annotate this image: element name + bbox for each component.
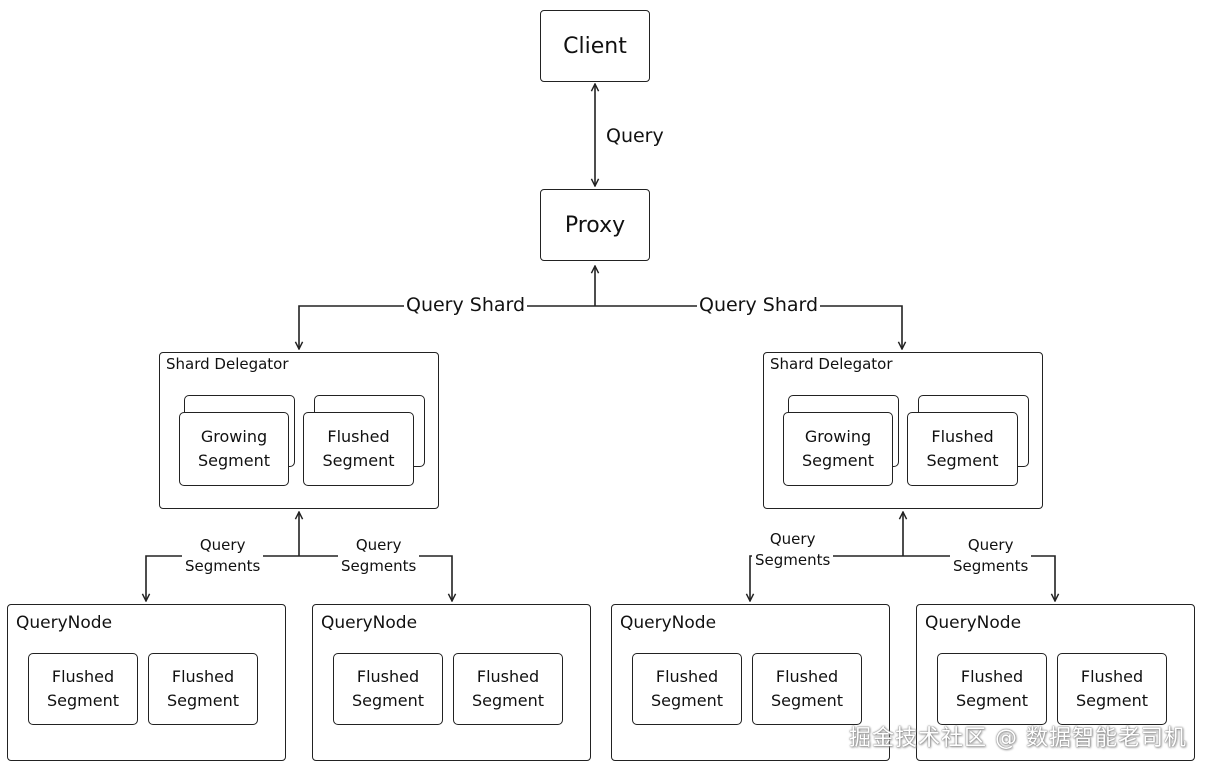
edge-label-word-query: Query — [769, 530, 816, 548]
proxy-node: Proxy — [540, 189, 650, 261]
query-node-title: QueryNode — [16, 613, 113, 633]
flushed-segment-label-2: Segment — [472, 691, 544, 710]
edge-label-query-segments-4: Query Segments — [950, 535, 1032, 577]
growing-segment: Growing Segment — [179, 412, 289, 486]
edge-label-query-shard-left: Query Shard — [404, 294, 528, 316]
edge-label-word-segments: Segments — [755, 551, 831, 569]
shard-delegator-title: Shard Delegator — [770, 355, 893, 373]
flushed-segment: Flushed Segment — [1057, 653, 1167, 725]
growing-segment-label-1: Growing — [804, 427, 872, 446]
flushed-segment-label-1: Flushed — [171, 667, 235, 686]
growing-segment-label-1: Growing — [200, 427, 268, 446]
flushed-segment-label-1: Flushed — [775, 667, 839, 686]
shard-delegator-title: Shard Delegator — [166, 355, 289, 373]
edge-label-word-query: Query — [199, 536, 246, 554]
client-label: Client — [563, 33, 627, 59]
flushed-segment: Flushed Segment — [453, 653, 563, 725]
query-node-2: QueryNode Flushed Segment Flushed Segmen… — [312, 604, 591, 761]
shard-delegator-right: Shard Delegator Growing Segment Flushed … — [763, 352, 1043, 509]
query-node-title: QueryNode — [321, 613, 418, 633]
shard-delegator-left: Shard Delegator Growing Segment Flushed … — [159, 352, 439, 509]
query-node-3: QueryNode Flushed Segment Flushed Segmen… — [611, 604, 890, 761]
flushed-segment-label-2: Segment — [771, 691, 843, 710]
flushed-segment-label-2: Segment — [167, 691, 239, 710]
flushed-segment: Flushed Segment — [752, 653, 862, 725]
query-node-4: QueryNode Flushed Segment Flushed Segmen… — [916, 604, 1195, 761]
flushed-segment: Flushed Segment — [28, 653, 138, 725]
flushed-segment: Flushed Segment — [148, 653, 258, 725]
flushed-segment-label-2: Segment — [956, 691, 1028, 710]
flushed-segment: Flushed Segment — [333, 653, 443, 725]
flushed-segment-label-1: Flushed — [655, 667, 719, 686]
query-node-title: QueryNode — [620, 613, 717, 633]
flushed-segment-label-1: Flushed — [960, 667, 1024, 686]
client-node: Client — [540, 10, 650, 82]
edge-label-word-segments: Segments — [341, 557, 417, 575]
flushed-segment-label-2: Segment — [1076, 691, 1148, 710]
flushed-segment-label-1: Flushed — [356, 667, 420, 686]
flushed-segment-label-1: Flushed — [931, 427, 994, 446]
flushed-segment-label-2: Segment — [352, 691, 424, 710]
flushed-segment: Flushed Segment — [907, 412, 1018, 486]
growing-segment-label-2: Segment — [802, 451, 874, 470]
flushed-segment-label-2: Segment — [47, 691, 119, 710]
edge-label-query-shard-right: Query Shard — [697, 294, 821, 316]
flushed-segment: Flushed Segment — [937, 653, 1047, 725]
edge-label-word-query: Query — [355, 536, 402, 554]
growing-segment-label-2: Segment — [198, 451, 270, 470]
flushed-segment-label-1: Flushed — [51, 667, 115, 686]
flushed-segment: Flushed Segment — [632, 653, 742, 725]
edge-label-query-segments-3: Query Segments — [752, 529, 834, 571]
edge-label-word-query: Query — [967, 536, 1014, 554]
edge-label-query: Query — [606, 125, 664, 147]
watermark: 掘金技术社区 @ 数据智能老司机 — [849, 726, 1187, 751]
query-node-1: QueryNode Flushed Segment Flushed Segmen… — [7, 604, 286, 761]
edge-label-query-segments-2: Query Segments — [338, 535, 420, 577]
edge-label-query-segments-1: Query Segments — [182, 535, 264, 577]
flushed-segment: Flushed Segment — [303, 412, 414, 486]
flushed-segment-label-1: Flushed — [476, 667, 540, 686]
proxy-label: Proxy — [564, 212, 626, 238]
flushed-segment-label-1: Flushed — [1080, 667, 1144, 686]
query-node-title: QueryNode — [925, 613, 1022, 633]
flushed-segment-label-1: Flushed — [327, 427, 390, 446]
flushed-segment-label-2: Segment — [926, 451, 999, 470]
edge-label-word-segments: Segments — [953, 557, 1029, 575]
flushed-segment-label-2: Segment — [322, 451, 395, 470]
edge-label-word-segments: Segments — [185, 557, 261, 575]
growing-segment: Growing Segment — [783, 412, 893, 486]
flushed-segment-label-2: Segment — [651, 691, 723, 710]
